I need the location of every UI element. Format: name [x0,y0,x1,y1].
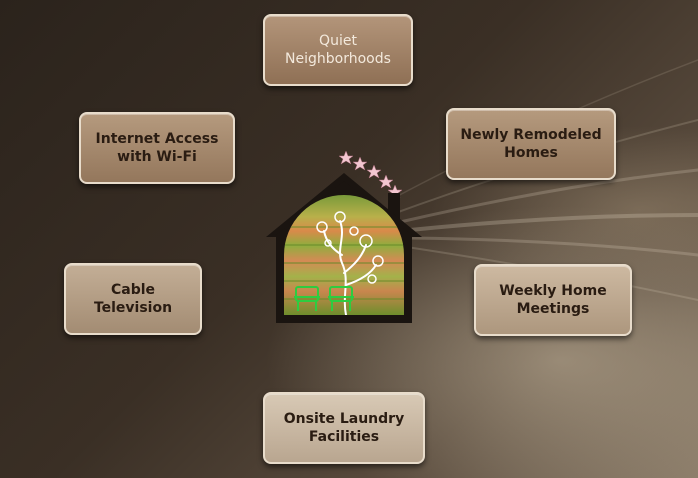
feature-newly-remodeled: Newly Remodeled Homes [446,108,616,180]
feature-newly-label: Newly Remodeled Homes [460,127,602,161]
house-icon [266,150,422,323]
feature-quiet-label: Quiet Neighborhoods [285,33,391,67]
bench-icon [294,286,354,311]
feature-quiet-neighborhoods: Quiet Neighborhoods [263,14,413,86]
feature-weekly-meetings: Weekly Home Meetings [474,264,632,336]
feature-laundry-label: Onsite Laundry Facilities [283,411,405,445]
feature-weekly-label: Weekly Home Meetings [499,283,607,317]
feature-onsite-laundry: Onsite Laundry Facilities [263,392,425,464]
tree-icon [323,220,377,315]
feature-internet-label: Internet Access with Wi-Fi [95,131,219,165]
feature-cable-label: Cable Television [93,282,173,316]
feature-cable-television: Cable Television [64,263,202,335]
feature-internet-access: Internet Access with Wi-Fi [79,112,235,184]
